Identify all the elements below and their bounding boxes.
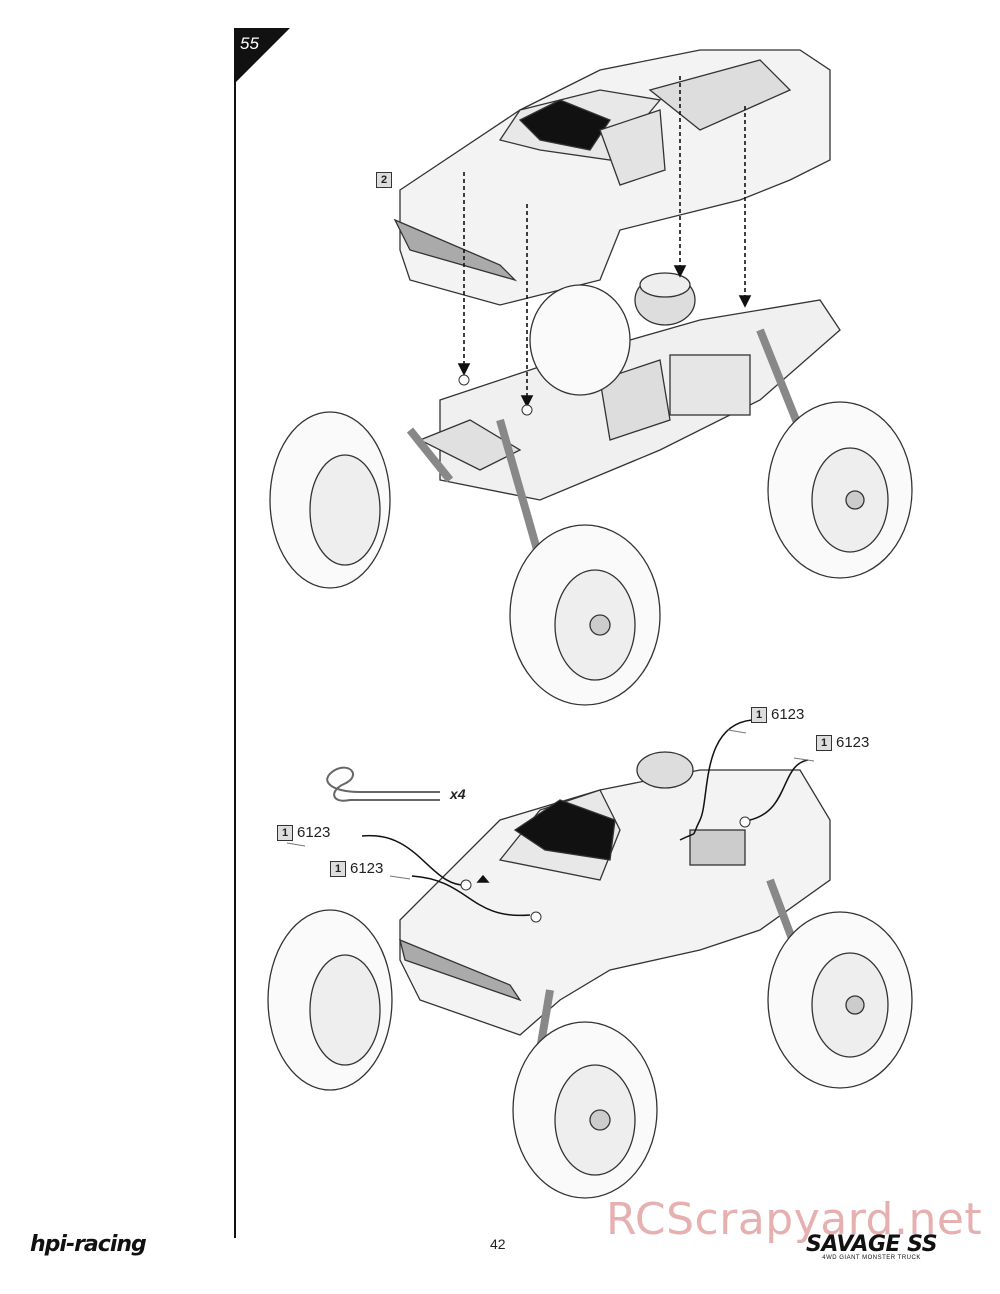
margin-rule (234, 28, 236, 1238)
qty-box: 1 (751, 706, 767, 723)
page-number: 42 (490, 1236, 506, 1252)
qty-box: 1 (330, 860, 346, 877)
body-shell-top (393, 49, 831, 306)
qty-box: 2 (376, 172, 392, 188)
part-callout-4: 1 6123 (330, 860, 383, 877)
body-clip-illustration (326, 766, 440, 802)
part-callout-2: 1 6123 (816, 734, 869, 751)
body-qty-callout: 2 (376, 172, 392, 188)
mount-arrows-top (457, 76, 752, 408)
wheels-top (269, 284, 913, 706)
qty-box: 1 (816, 734, 832, 751)
leader-lines (361, 719, 809, 917)
part-number: 6123 (297, 824, 331, 841)
step-number: 55 (240, 34, 259, 53)
part-callout-3: 1 6123 (277, 824, 330, 841)
clip-pins (458, 374, 751, 923)
product-tagline: 4WD GIANT MONSTER TRUCK (822, 1255, 921, 1261)
wheels-bottom (267, 909, 913, 1199)
step-flag (234, 28, 290, 84)
part-callout-1: 1 6123 (751, 706, 804, 723)
part-number: 6123 (350, 860, 384, 877)
small-part-sketches (286, 729, 815, 880)
qty-box: 1 (277, 824, 293, 841)
clip-count: x4 (450, 786, 466, 802)
product-logo-text: SAVAGE SS (806, 1232, 938, 1257)
body-shell-bottom (399, 751, 831, 1051)
hpi-racing-logo: hpi-racing (30, 1232, 147, 1257)
part-number: 6123 (771, 706, 805, 723)
watermark: RCScrapyard.net (606, 1194, 983, 1245)
savage-ss-logo: SAVAGE SS 4WD GIANT MONSTER TRUCK (806, 1232, 938, 1261)
part-number: 6123 (836, 734, 870, 751)
chassis-top (406, 272, 841, 562)
